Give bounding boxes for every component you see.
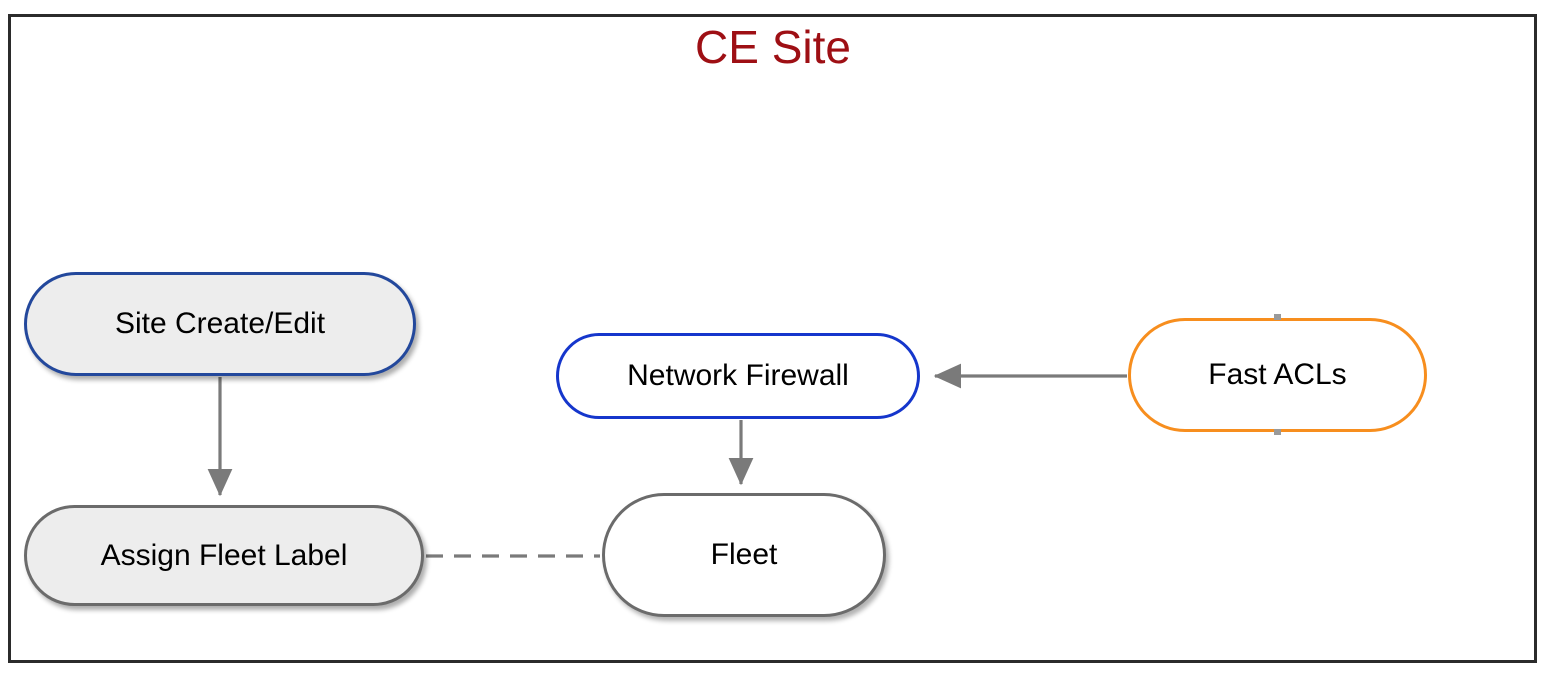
node-site-create-edit[interactable]: Site Create/Edit: [24, 272, 416, 376]
diagram-title: CE Site: [695, 21, 851, 73]
node-network-firewall[interactable]: Network Firewall: [556, 333, 920, 419]
fast-acls-bottom-port-icon: [1274, 429, 1281, 435]
node-fleet-label: Fleet: [710, 538, 778, 572]
node-fast-acls[interactable]: Fast ACLs: [1128, 318, 1427, 432]
node-fast-acls-label: Fast ACLs: [1208, 358, 1347, 392]
node-network-firewall-label: Network Firewall: [627, 359, 849, 393]
node-assign-fleet-label-label: Assign Fleet Label: [100, 538, 348, 572]
node-site-create-edit-label: Site Create/Edit: [114, 307, 326, 341]
node-assign-fleet-label[interactable]: Assign Fleet Label: [24, 505, 424, 606]
fast-acls-top-port-icon: [1274, 314, 1281, 320]
node-fleet[interactable]: Fleet: [602, 493, 886, 617]
